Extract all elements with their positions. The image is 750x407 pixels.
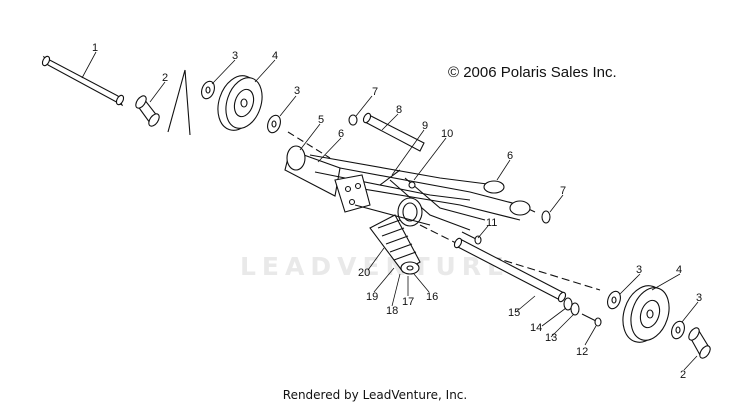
callout-7-b: 7 (560, 185, 566, 197)
leader-lines (81, 51, 699, 371)
part-washer-3-c (607, 290, 621, 310)
part-washer-3-b (267, 114, 281, 134)
callout-18: 18 (386, 305, 398, 317)
callout-3-c: 3 (636, 264, 642, 276)
callout-3-b: 3 (294, 85, 300, 97)
part-washer-13 (570, 302, 580, 316)
centerline-lower (469, 249, 601, 291)
part-bolt-12 (581, 313, 602, 327)
copyright-notice: © 2006 Polaris Sales Inc. (448, 64, 617, 81)
callout-13: 13 (545, 332, 557, 344)
assembly-bracket-top (167, 69, 191, 136)
part-bolt-9 (379, 169, 401, 186)
part-washer-14 (563, 297, 573, 311)
part-mount-plate (334, 174, 371, 213)
callout-6-a: 6 (338, 128, 344, 140)
callout-4-top: 4 (272, 50, 278, 62)
callout-11: 11 (486, 217, 497, 229)
footer-credit: Rendered by LeadVenture, Inc. (282, 388, 468, 402)
part-washer-3-d (671, 320, 685, 340)
part-shock-bellows (369, 214, 421, 275)
part-washer-7-a (348, 114, 358, 126)
watermark: LEADVENTURE (240, 252, 511, 281)
callout-16: 16 (426, 291, 438, 303)
centerline-upper (287, 131, 331, 159)
callout-2-top: 2 (162, 72, 168, 84)
callout-7-a: 7 (372, 86, 378, 98)
part-shaft-15 (453, 237, 567, 303)
callout-2-bottom: 2 (680, 369, 686, 381)
part-bushing-2-bottom (688, 327, 711, 359)
callout-12: 12 (576, 346, 588, 358)
part-shaft-1 (41, 55, 125, 107)
part-bushing-2-top (135, 95, 160, 127)
callout-9: 9 (422, 120, 428, 132)
callout-10: 10 (441, 128, 453, 140)
callout-labels: 1 2 3 4 3 5 6 7 8 9 10 6 7 11 12 13 14 1… (92, 42, 702, 381)
callout-19: 19 (366, 291, 378, 303)
callout-4-bottom: 4 (676, 264, 682, 276)
part-through-shaft (354, 204, 431, 226)
part-washer-3-a (201, 80, 215, 100)
callout-3-a: 3 (232, 50, 238, 62)
part-wheel-4-top (217, 75, 263, 131)
callout-8: 8 (396, 104, 402, 116)
part-bolt-11 (461, 231, 482, 245)
callout-17: 17 (402, 296, 414, 308)
part-washer-7-b (541, 210, 551, 224)
part-nut-10 (408, 181, 416, 189)
callout-20: 20 (358, 267, 370, 279)
part-rod-8 (362, 112, 425, 152)
part-wheel-4-bottom (622, 285, 670, 343)
callout-1: 1 (92, 42, 98, 54)
centerline-lower-b (419, 224, 471, 251)
callout-14: 14 (530, 322, 542, 334)
callout-3-d: 3 (696, 292, 702, 304)
callout-5: 5 (318, 114, 324, 126)
callout-6-b: 6 (507, 150, 513, 162)
part-pivot-tube-5 (284, 145, 341, 197)
part-a-arm-frame (309, 154, 536, 231)
callout-15: 15 (508, 307, 520, 319)
